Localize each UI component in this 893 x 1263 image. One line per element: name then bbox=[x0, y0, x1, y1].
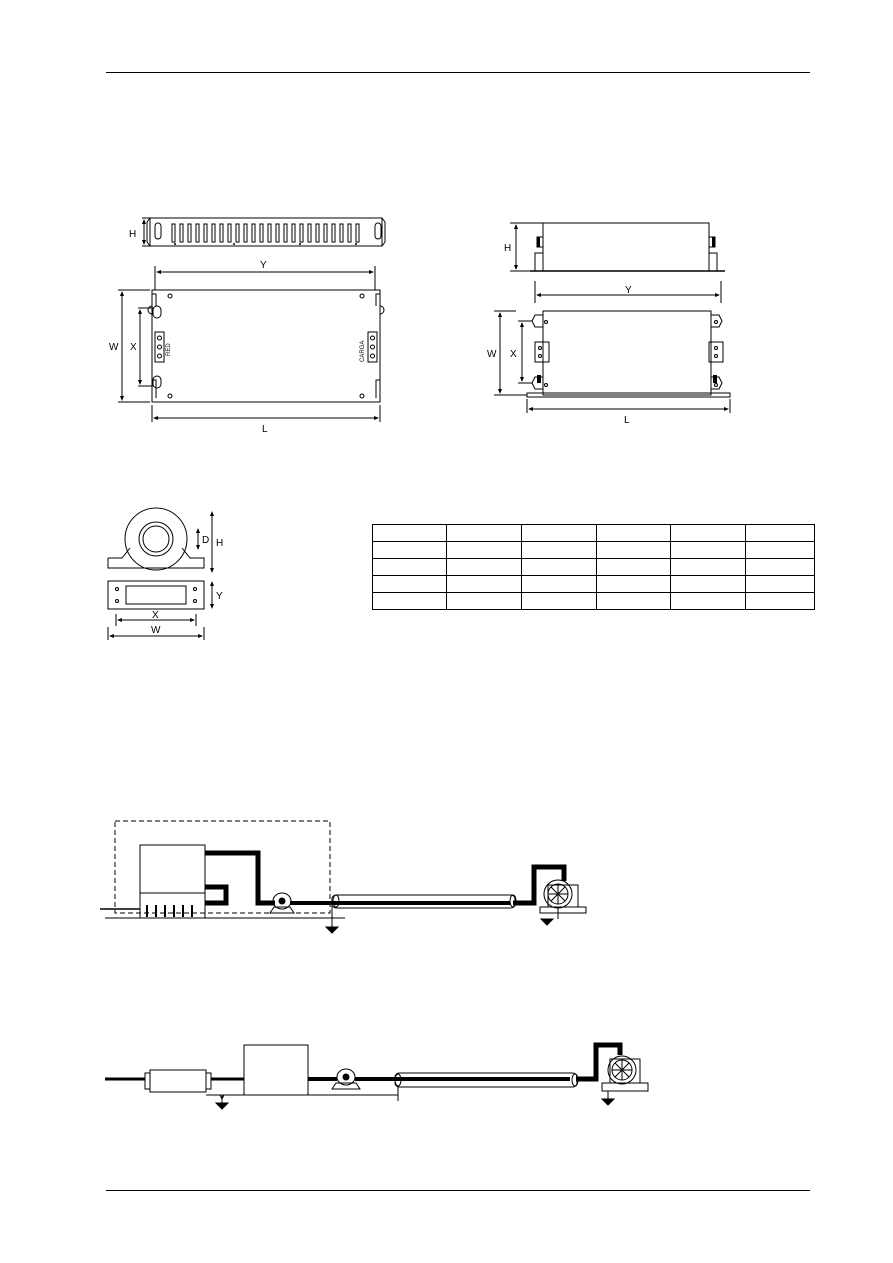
filter-a-side-body bbox=[149, 217, 383, 247]
table-cell bbox=[596, 541, 671, 559]
table-cell bbox=[745, 592, 815, 610]
toroid-label-y: Y bbox=[216, 591, 223, 602]
filter-b-label-x: X bbox=[510, 349, 517, 360]
filter-a-label-w: W bbox=[109, 342, 119, 353]
table-cell bbox=[446, 575, 522, 593]
table-row bbox=[372, 558, 815, 576]
table-cell bbox=[446, 541, 522, 559]
toroid-foot bbox=[107, 580, 205, 610]
table-cell bbox=[596, 592, 671, 610]
motor-base bbox=[539, 906, 587, 914]
filter-a-label-carga: CARGA bbox=[360, 341, 366, 362]
filter-a-label-h: H bbox=[129, 229, 136, 240]
toroid-core bbox=[124, 507, 188, 571]
footer-rule bbox=[106, 1190, 810, 1191]
table-row bbox=[372, 541, 815, 559]
filter-b-output-terminal bbox=[708, 341, 724, 363]
filter-b-label-h: H bbox=[504, 243, 511, 254]
dimension-table bbox=[372, 524, 815, 610]
table-cell bbox=[596, 558, 671, 576]
table-cell bbox=[670, 524, 746, 542]
table-cell bbox=[670, 558, 746, 576]
header-rule bbox=[106, 72, 810, 73]
table-row bbox=[372, 575, 815, 593]
table-cell bbox=[745, 524, 815, 542]
filter-a-label-y: Y bbox=[260, 260, 267, 271]
table-cell bbox=[670, 575, 746, 593]
filter-a-label-x: X bbox=[130, 342, 137, 353]
filter-b-label-y: Y bbox=[625, 285, 632, 296]
filter-b-top-body bbox=[542, 310, 712, 396]
table-cell bbox=[372, 541, 447, 559]
toroid-label-h: H bbox=[216, 538, 223, 549]
table-row bbox=[372, 524, 815, 542]
motor-base-2 bbox=[601, 1082, 649, 1092]
table-cell bbox=[446, 558, 522, 576]
motor-icon-2 bbox=[607, 1055, 637, 1085]
table-cell bbox=[596, 575, 671, 593]
table-cell bbox=[745, 541, 815, 559]
table-cell bbox=[670, 592, 746, 610]
filter-a-input-terminal bbox=[154, 331, 165, 363]
toroid-label-d: D bbox=[202, 535, 209, 546]
filter-a-drawing: H Y W X L RED CARGA bbox=[109, 217, 386, 435]
table-cell bbox=[372, 575, 447, 593]
drive-unit-2 bbox=[243, 1044, 309, 1096]
table-cell bbox=[521, 558, 597, 576]
filter-a-mount-slot bbox=[154, 222, 162, 240]
filter-b-drawing: H Y W X L bbox=[487, 222, 731, 426]
filter-b-side-body bbox=[542, 222, 710, 272]
table-cell bbox=[521, 524, 597, 542]
table-cell bbox=[446, 524, 522, 542]
filter-b-input-terminal bbox=[534, 341, 550, 363]
filter-a-top-body bbox=[151, 289, 381, 403]
table-row bbox=[372, 592, 815, 610]
toroid-label-x: X bbox=[152, 610, 159, 621]
table-cell bbox=[521, 541, 597, 559]
installation-diagram-1 bbox=[100, 820, 587, 934]
drive-unit bbox=[139, 844, 206, 919]
filter-a-label-l: L bbox=[262, 424, 268, 435]
installation-diagram-2 bbox=[105, 1042, 649, 1110]
toroid-base bbox=[107, 547, 205, 569]
table-cell bbox=[372, 558, 447, 576]
table-cell bbox=[745, 558, 815, 576]
input-filter bbox=[149, 1069, 207, 1093]
toroid-label-w: W bbox=[151, 625, 161, 636]
filter-a-label-red: RED bbox=[166, 343, 172, 356]
table-cell bbox=[521, 592, 597, 610]
cabinet-outline bbox=[114, 820, 331, 914]
filter-b-label-w: W bbox=[487, 349, 497, 360]
table-cell bbox=[745, 575, 815, 593]
toroid-drawing: D H Y X W bbox=[107, 507, 223, 640]
table-cell bbox=[372, 524, 447, 542]
filter-a-output-terminal bbox=[367, 331, 378, 363]
table-cell bbox=[521, 575, 597, 593]
table-cell bbox=[372, 592, 447, 610]
table-cell bbox=[670, 541, 746, 559]
filter-b-label-l: L bbox=[624, 415, 630, 426]
table-cell bbox=[596, 524, 671, 542]
table-cell bbox=[446, 592, 522, 610]
